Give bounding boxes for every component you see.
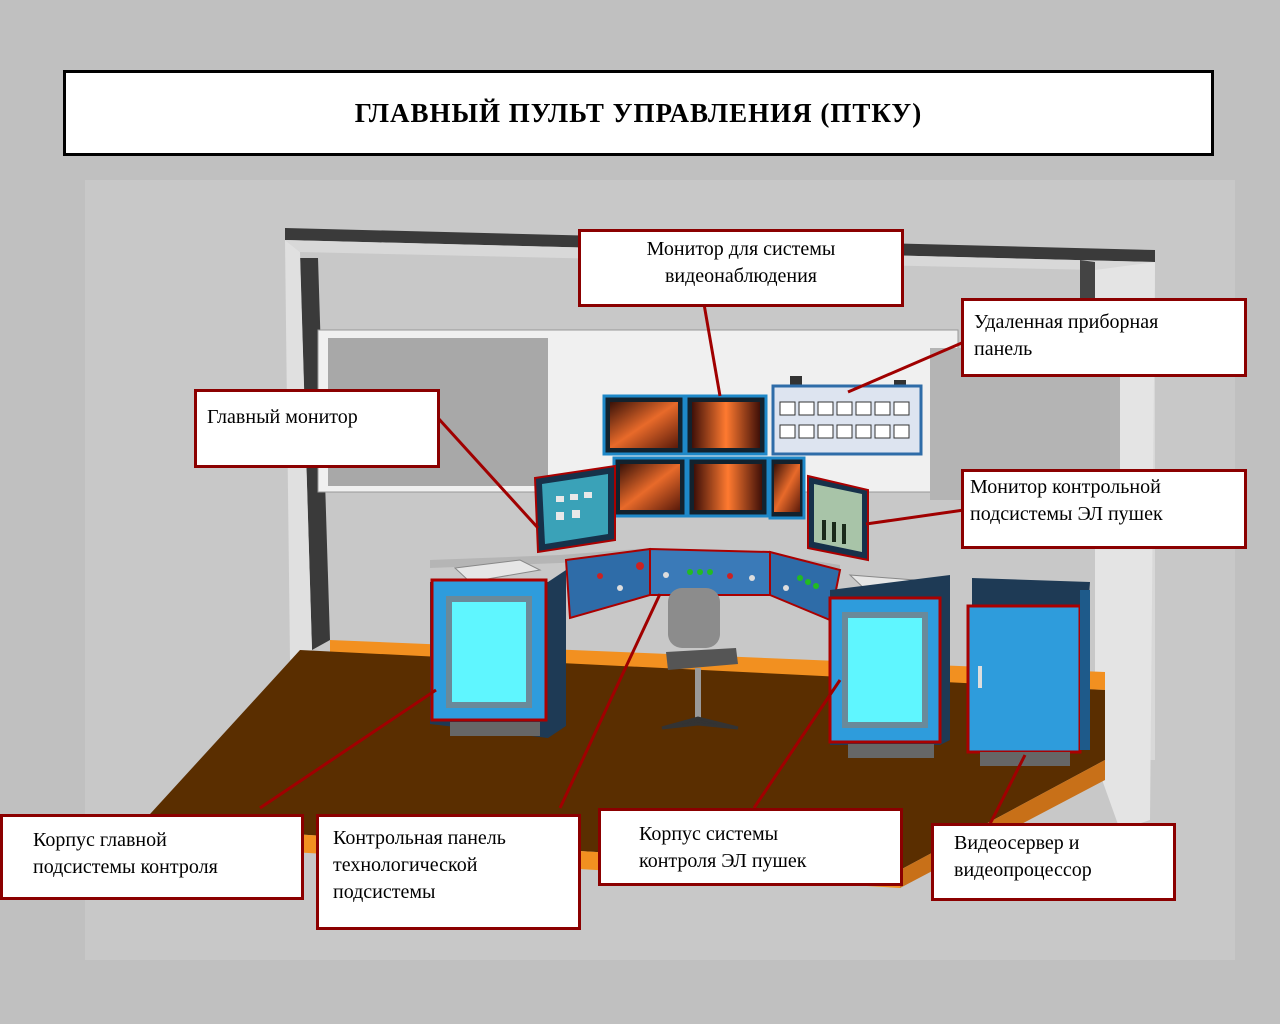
callout-el-cabinet-line2: контроля ЭЛ пушек xyxy=(639,850,807,872)
main-control-cabinet xyxy=(430,570,566,738)
callout-remote-panel-line1: Удаленная приборная xyxy=(974,311,1159,333)
el-control-cabinet xyxy=(828,575,950,758)
callout-tech-panel: Контрольная панель технологической подси… xyxy=(316,814,581,930)
callout-el-monitor-line1: Монитор контрольной xyxy=(970,476,1161,498)
callout-main-monitor-line1: Главный монитор xyxy=(207,406,358,428)
callout-main-cabinet: Корпус главной подсистемы контроля xyxy=(0,814,304,900)
video-server-cabinet xyxy=(966,578,1090,766)
callout-remote-panel: Удаленная приборная панель xyxy=(961,298,1247,377)
el-guns-monitor xyxy=(807,474,869,562)
callout-tech-panel-line1: Контрольная панель xyxy=(333,827,506,849)
video-monitors xyxy=(602,394,806,520)
callout-video-monitor: Монитор для системы видеонаблюдения xyxy=(578,229,904,307)
callout-main-monitor: Главный монитор xyxy=(194,389,440,468)
callout-video-monitor-line1: Монитор для системы xyxy=(646,238,836,260)
diagram-title: ГЛАВНЫЙ ПУЛЬТ УПРАВЛЕНИЯ (ПТКУ) xyxy=(63,70,1214,156)
callout-video-server-line2: видеопроцессор xyxy=(954,859,1092,881)
callout-video-monitor-line2: видеонаблюдения xyxy=(664,265,818,287)
callout-main-cabinet-line1: Корпус главной xyxy=(33,829,167,851)
callout-remote-panel-line2: панель xyxy=(974,338,1033,360)
callout-el-cabinet: Корпус системы контроля ЭЛ пушек xyxy=(598,808,903,886)
leader-lines xyxy=(259,303,1027,825)
callout-el-monitor: Монитор контрольной подсистемы ЭЛ пушек xyxy=(961,469,1247,549)
callout-video-server-line1: Видеосервер и xyxy=(954,832,1080,854)
callout-el-cabinet-line1: Корпус системы xyxy=(639,823,779,845)
callout-el-monitor-line2: подсистемы ЭЛ пушек xyxy=(970,503,1163,525)
callout-video-server: Видеосервер и видеопроцессор xyxy=(931,823,1176,901)
main-monitor xyxy=(533,464,616,554)
callout-tech-panel-line2: технологической xyxy=(333,854,478,876)
callout-tech-panel-line3: подсистемы xyxy=(333,881,436,903)
operator-chair xyxy=(661,588,739,730)
callout-main-cabinet-line2: подсистемы контроля xyxy=(33,856,218,878)
remote-instrument-panel xyxy=(771,376,923,456)
